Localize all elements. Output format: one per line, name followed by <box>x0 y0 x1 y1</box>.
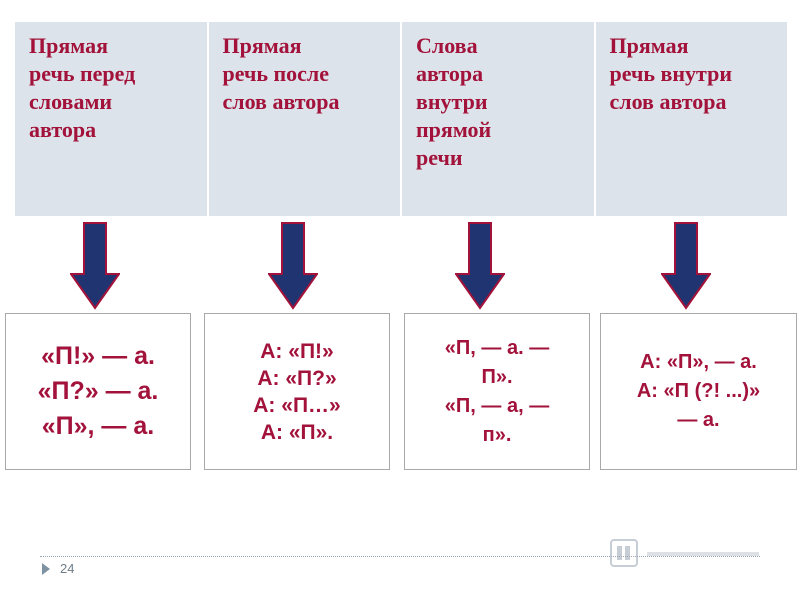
pattern-box-1: «П!» — а. «П?» — а. «П», — а. <box>5 313 191 470</box>
bullet-triangle-icon <box>42 563 50 575</box>
pattern-line: А: «П», — а. <box>640 351 757 373</box>
pattern-box-3: «П, — а. — П». «П, — а, — п». <box>404 313 590 470</box>
pattern-line: «П», — а. <box>41 412 155 440</box>
header-cell-3: Слова автора внутри прямой речи <box>402 22 594 216</box>
pattern-line: А: «П?» <box>257 366 337 390</box>
pattern-box-2: А: «П!» А: «П?» А: «П…» А: «П». <box>204 313 390 470</box>
pattern-line: п». <box>482 423 512 446</box>
down-arrow-icon <box>455 222 505 310</box>
down-arrow-icon <box>268 222 318 310</box>
pattern-line: А: «П». <box>260 420 334 444</box>
pattern-line: А: «П!» <box>260 339 334 363</box>
header-cell-1: Прямая речь перед словами автора <box>15 22 207 216</box>
pattern-box-4: А: «П», — а. А: «П (?! ...)» — а. <box>600 313 797 470</box>
down-arrow-icon <box>70 222 120 310</box>
pattern-line: «П!» — а. <box>41 342 155 370</box>
pattern-line: А: «П (?! ...)» <box>636 380 761 402</box>
watermark-logo <box>610 539 759 567</box>
pattern-line: «П, — а. — <box>444 336 550 359</box>
header-row: Прямая речь перед словами автора Прямая … <box>15 22 787 216</box>
header-cell-2: Прямая речь после слов автора <box>208 22 400 216</box>
down-arrow-icon <box>661 222 711 310</box>
pattern-line: «П?» — а. <box>37 377 159 405</box>
pattern-line: — а. <box>677 409 720 431</box>
header-cell-4: Прямая речь внутри слов автора <box>595 22 787 216</box>
pattern-line: А: «П…» <box>253 393 341 417</box>
pattern-line: «П, — а, — <box>444 394 550 417</box>
footer-divider <box>40 556 760 557</box>
pattern-line: П». <box>481 365 513 388</box>
page-number: 24 <box>60 561 75 576</box>
